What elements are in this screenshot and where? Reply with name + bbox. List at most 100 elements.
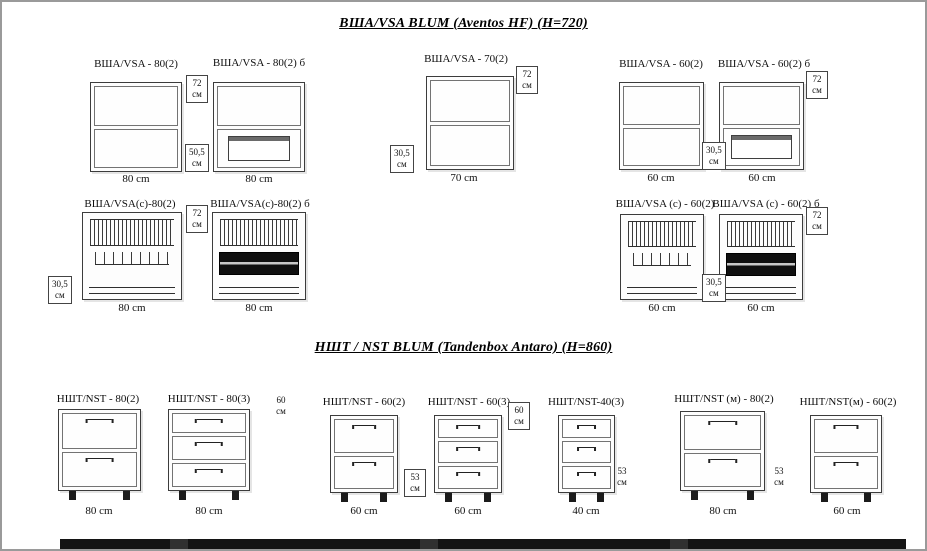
wall-cabinet-drawing bbox=[90, 82, 182, 172]
drawer-front bbox=[684, 452, 761, 487]
drawer-handle-icon bbox=[194, 468, 224, 473]
wall-cabinet-label: ВША/VSA (с) - 60(2) б bbox=[712, 198, 820, 210]
base-cabinet-drawing bbox=[434, 415, 502, 502]
cabinet-legs bbox=[168, 491, 250, 500]
flip-door-top bbox=[217, 86, 301, 126]
base-section-title: НШТ / NST BLUM (Tandenbox Antaro) (H=860… bbox=[314, 340, 613, 355]
cup-rack bbox=[95, 251, 169, 265]
base-cabinet-drawing bbox=[58, 409, 141, 500]
width-dimension: 80 cm bbox=[118, 302, 146, 314]
drawer-handle-icon bbox=[194, 441, 224, 446]
cabinet-legs bbox=[330, 493, 398, 502]
cropped-next-row-strip bbox=[60, 539, 906, 549]
wall-cabinet-label: ВША/VSA(с)-80(2) bbox=[84, 198, 176, 210]
width-dimension: 60 cm bbox=[748, 172, 776, 184]
cabinet-legs bbox=[434, 493, 502, 502]
drawer-handle-icon bbox=[85, 419, 114, 423]
wall-cabinet-label: ВША/VSA(с)-80(2) б bbox=[210, 198, 310, 210]
drawer-front bbox=[438, 466, 498, 490]
base-cabinet-drawing bbox=[168, 409, 250, 500]
plate-rack bbox=[628, 221, 696, 248]
wall-cabinet-label: ВША/VSA - 60(2) bbox=[619, 58, 703, 70]
drawer-front bbox=[62, 451, 137, 487]
drawer-handle-icon bbox=[85, 457, 114, 462]
width-dimension: 60 cm bbox=[454, 505, 482, 517]
drawer-front bbox=[814, 419, 878, 453]
drawer-handle-icon bbox=[707, 421, 737, 425]
width-dimension: 80 cm bbox=[122, 173, 150, 185]
width-dimension: 60 cm bbox=[648, 302, 676, 314]
drawer-handle-icon bbox=[833, 461, 859, 466]
drawer-handle-icon bbox=[707, 458, 737, 463]
wall-cabinet-drawing bbox=[620, 214, 704, 300]
base-cabinet-label: НШТ/NST (м) - 80(2) bbox=[674, 393, 774, 405]
width-dimension: 80 cm bbox=[195, 505, 223, 517]
width-dimension: 80 cm bbox=[245, 173, 273, 185]
wall-cabinet-drawing bbox=[212, 212, 306, 300]
drawer-front bbox=[172, 462, 246, 487]
drawer-handle-icon bbox=[576, 425, 597, 429]
drawer-front bbox=[334, 455, 394, 489]
base-cabinet-drawing bbox=[680, 411, 765, 500]
wall-cabinet-label: ВША/VSA (с) - 60(2) bbox=[615, 198, 715, 210]
dark-glass-door bbox=[219, 251, 299, 275]
flip-door-top bbox=[723, 86, 800, 125]
wall-cabinet-drawing bbox=[719, 82, 804, 170]
width-dimension: 70 cm bbox=[450, 172, 478, 184]
width-dimension: 80 cm bbox=[85, 505, 113, 517]
flip-door-top bbox=[623, 86, 700, 125]
base-cabinet-label: НШТ/NST - 60(2) bbox=[322, 396, 406, 408]
flip-door-bottom bbox=[94, 128, 178, 168]
plate-rack bbox=[90, 219, 174, 246]
wall-cabinet-label: ВША/VSA - 70(2) bbox=[424, 53, 508, 65]
drawer-handle-icon bbox=[456, 425, 480, 429]
wall-cabinet-drawing bbox=[82, 212, 182, 300]
drawer-front bbox=[62, 413, 137, 449]
width-dimension: 60 cm bbox=[350, 505, 378, 517]
drawer-handle-icon bbox=[833, 425, 859, 429]
glass-panel bbox=[228, 135, 290, 161]
base-cabinet-label: НШТ/NST - 80(3) bbox=[167, 393, 251, 405]
drawer-front bbox=[814, 455, 878, 489]
bottom-shelf bbox=[726, 287, 796, 294]
dark-glass-door bbox=[726, 253, 796, 276]
base-cabinet-drawing bbox=[330, 415, 398, 502]
plate-rack bbox=[727, 221, 795, 248]
drawer-front bbox=[562, 419, 611, 438]
cup-rack bbox=[633, 253, 691, 266]
drawer-handle-icon bbox=[576, 446, 597, 451]
drawer-handle-icon bbox=[352, 425, 376, 429]
flip-door-top bbox=[94, 86, 178, 126]
bottom-shelf bbox=[627, 287, 697, 294]
bottom-shelf bbox=[89, 287, 175, 294]
plate-rack bbox=[220, 219, 298, 246]
drawer-handle-icon bbox=[352, 461, 376, 466]
base-cabinet-label: НШТ/NST(м) - 60(2) bbox=[799, 396, 897, 408]
flip-door-bottom bbox=[723, 127, 800, 166]
wall-cabinet-drawing bbox=[426, 76, 514, 170]
width-dimension: 60 cm bbox=[647, 172, 675, 184]
base-cabinet-drawing bbox=[810, 415, 882, 502]
flip-door-bottom bbox=[623, 127, 700, 166]
width-dimension: 40 cm bbox=[572, 505, 600, 517]
base-cabinet-label: НШТ/NST - 60(3) bbox=[427, 396, 511, 408]
width-dimension: 80 cm bbox=[245, 302, 273, 314]
wall-cabinet-drawing bbox=[719, 214, 803, 300]
width-dimension: 60 cm bbox=[747, 302, 775, 314]
drawer-front bbox=[334, 419, 394, 453]
wall-cabinet-label: ВША/VSA - 80(2) б bbox=[212, 57, 306, 69]
wall-cabinet-label: ВША/VSA - 80(2) bbox=[94, 58, 178, 70]
